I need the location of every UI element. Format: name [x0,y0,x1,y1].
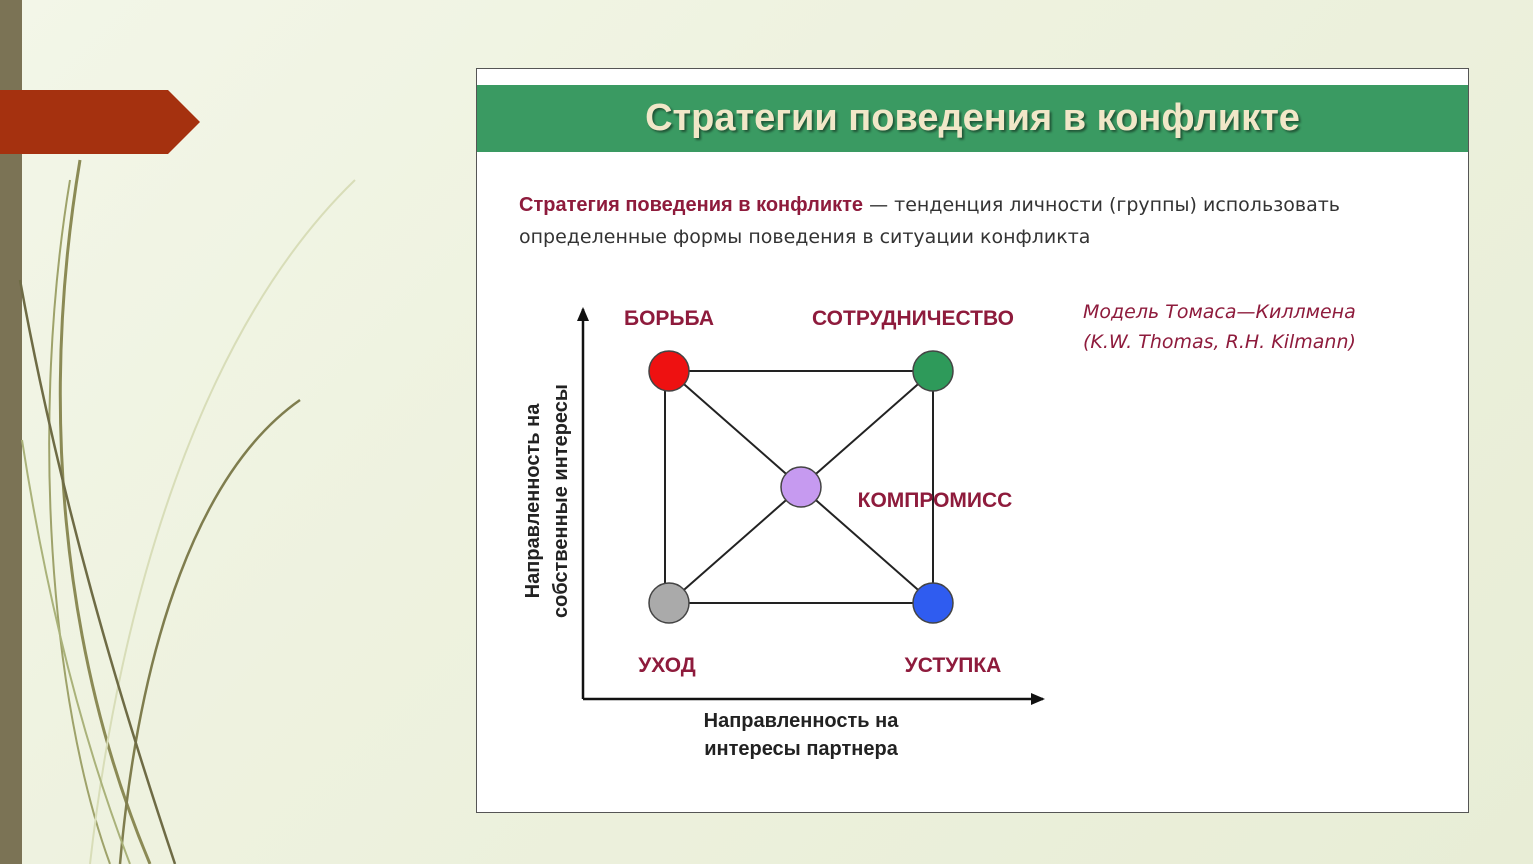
node-cooperation [912,350,954,392]
slide-title: Стратегии поведения в конфликте [645,97,1300,139]
title-band: Стратегии поведения в конфликте [477,85,1468,152]
label-concession: УСТУПКА [905,654,1002,677]
model-authors: (K.W. Thomas, R.H. Kilmann) [1083,331,1356,353]
model-citation: Модель Томаса—Киллмена (K.W. Thomas, R.H… [1083,297,1356,357]
model-name: Модель Томаса—Киллмена [1083,301,1356,323]
x-axis-label-line2: интересы партнера [704,738,899,760]
definition-rest: — тенденция личности (группы) использова… [863,194,1340,216]
y-axis-label-line1: Направленность на [522,403,544,599]
y-axis-label-line2: собственные интересы [550,384,572,618]
label-compromise: КОМПРОМИСС [858,489,1013,512]
definition-text: Стратегия поведения в конфликте — тенден… [519,189,1439,253]
left-decor-bar [0,0,22,864]
node-struggle [648,350,690,392]
label-struggle: БОРЬБА [624,307,714,330]
red-arrow-banner [0,90,200,154]
decorative-grass-lines [18,159,356,864]
label-avoidance: УХОД [638,654,696,677]
node-concession [912,582,954,624]
x-axis-label-line1: Направленность на [704,710,900,732]
y-axis-label: Направленность на собственные интересы [522,384,572,618]
definition-line2: определенные формы поведения в ситуации … [519,226,1091,248]
node-compromise [780,466,822,508]
label-cooperation: СОТРУДНИЧЕСТВО [812,307,1014,330]
slide-card: Стратегии поведения в конфликте Стратеги… [476,68,1469,813]
node-avoidance [648,582,690,624]
thomas-kilmann-diagram: БОРЬБА СОТРУДНИЧЕСТВО КОМПРОМИСС УХОД УС… [522,307,1045,760]
definition-term: Стратегия поведения в конфликте [519,194,864,216]
